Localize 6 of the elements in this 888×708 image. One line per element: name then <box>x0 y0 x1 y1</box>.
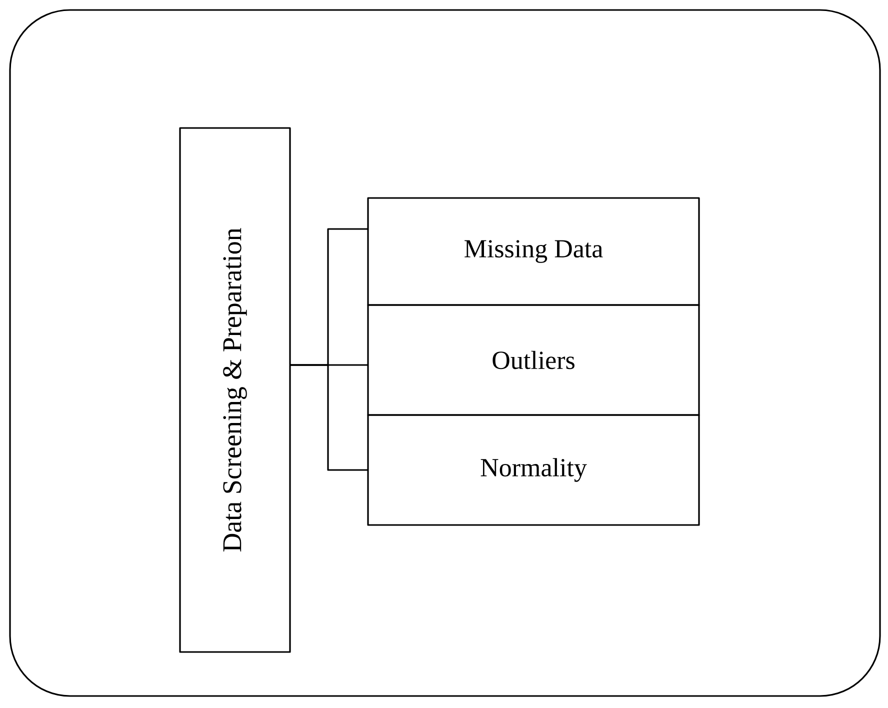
item-box: Outliers <box>367 304 700 416</box>
category-box: Data Screening & Preparation <box>179 127 291 653</box>
connector <box>290 364 368 471</box>
item-box: Normality <box>367 414 700 526</box>
frame <box>9 9 881 697</box>
item-box: Missing Data <box>367 197 700 306</box>
